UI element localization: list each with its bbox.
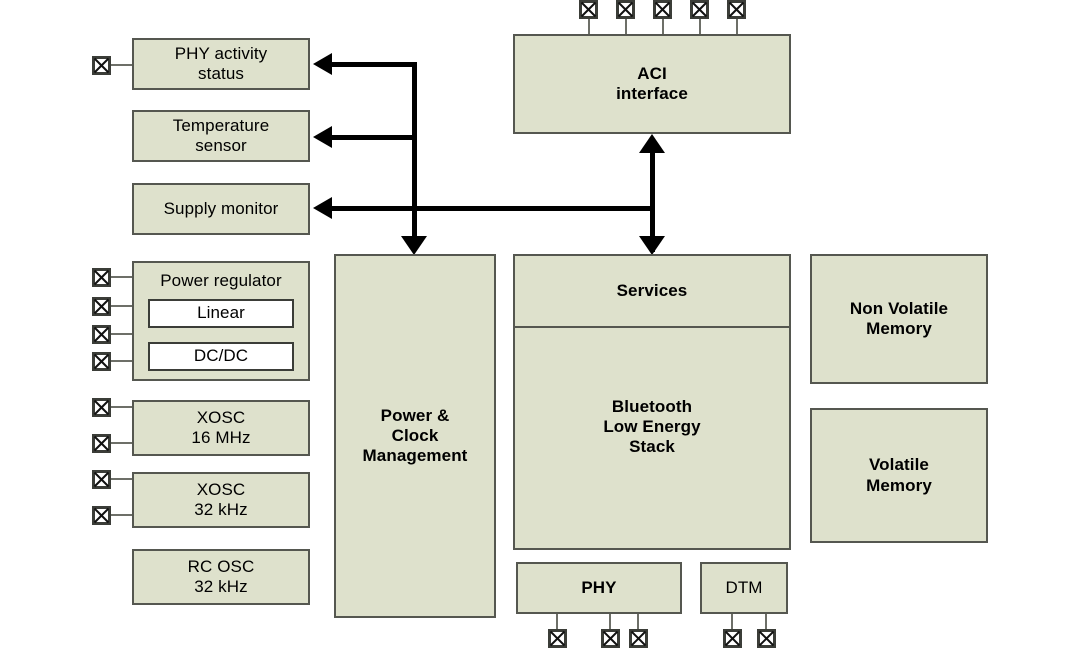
lead-dtm-2 — [765, 613, 767, 629]
lead-xosc-16mhz-1 — [111, 406, 133, 408]
arrowhead-to-services — [639, 236, 665, 255]
lead-aci-3 — [662, 19, 664, 35]
block-temperature-sensor-label: Temperature sensor — [172, 115, 270, 155]
block-aci-interface[interactable]: ACI interface — [513, 34, 791, 134]
arrowhead-to-phy-activity — [313, 53, 332, 75]
pin-dtm-1[interactable] — [723, 629, 742, 648]
block-xosc-32khz-label: XOSC 32 kHz — [194, 479, 248, 519]
lead-phy-2 — [609, 613, 611, 629]
arrowhead-to-temperature — [313, 126, 332, 148]
pin-phy-2[interactable] — [601, 629, 620, 648]
block-power-regulator-title: Power regulator — [160, 271, 282, 290]
block-phy-activity-status[interactable]: PHY activity status — [132, 38, 310, 90]
lead-power-regulator-4 — [111, 360, 133, 362]
block-xosc-16mhz[interactable]: XOSC 16 MHz — [132, 400, 310, 456]
lead-xosc-32khz-2 — [111, 514, 133, 516]
block-services-label: Services — [616, 280, 688, 300]
pin-xosc-32khz-1[interactable] — [92, 470, 111, 489]
pin-dtm-2[interactable] — [757, 629, 776, 648]
block-ble-stack-label: Bluetooth Low Energy Stack — [603, 396, 701, 457]
block-power-clock-management[interactable]: Power & Clock Management — [334, 254, 496, 618]
pin-aci-1[interactable] — [579, 0, 598, 19]
lead-power-regulator-3 — [111, 333, 133, 335]
pin-power-regulator-4[interactable] — [92, 352, 111, 371]
lead-dtm-1 — [731, 613, 733, 629]
lead-power-regulator-1 — [111, 276, 133, 278]
wire-trunk-vertical — [412, 62, 417, 238]
block-dtm[interactable]: DTM — [700, 562, 788, 614]
arrowhead-to-aci-interface — [639, 134, 665, 153]
subblock-linear-label: Linear — [197, 303, 245, 323]
block-non-volatile-memory-label: Non Volatile Memory — [849, 298, 949, 338]
pin-power-regulator-2[interactable] — [92, 297, 111, 316]
arrowhead-to-supply-monitor — [313, 197, 332, 219]
lead-phy-3 — [637, 613, 639, 629]
lead-aci-4 — [699, 19, 701, 35]
wire-branch-temperature — [330, 135, 415, 140]
block-phy-label: PHY — [581, 577, 617, 597]
pin-aci-5[interactable] — [727, 0, 746, 19]
lead-xosc-16mhz-2 — [111, 442, 133, 444]
block-power-regulator[interactable]: Power regulator Linear DC/DC — [132, 261, 310, 381]
block-phy-activity-status-label: PHY activity status — [174, 43, 268, 83]
block-services[interactable]: Services — [515, 256, 789, 326]
block-aci-interface-label: ACI interface — [616, 63, 688, 103]
block-phy[interactable]: PHY — [516, 562, 682, 614]
ble-divider — [515, 326, 789, 328]
pin-aci-2[interactable] — [616, 0, 635, 19]
pin-phy-3[interactable] — [629, 629, 648, 648]
wire-branch-phy-activity — [330, 62, 415, 67]
pin-aci-4[interactable] — [690, 0, 709, 19]
pin-xosc-32khz-2[interactable] — [92, 506, 111, 525]
lead-aci-1 — [588, 19, 590, 35]
lead-xosc-32khz-1 — [111, 478, 133, 480]
block-ble-container[interactable]: Services Bluetooth Low Energy Stack — [513, 254, 791, 550]
pin-phy-activity-status[interactable] — [92, 56, 111, 75]
block-supply-monitor-label: Supply monitor — [163, 198, 279, 218]
block-rc-osc-32khz[interactable]: RC OSC 32 kHz — [132, 549, 310, 605]
pin-power-regulator-3[interactable] — [92, 325, 111, 344]
lead-phy-1 — [556, 613, 558, 629]
arrowhead-to-power-clock — [401, 236, 427, 255]
block-supply-monitor[interactable]: Supply monitor — [132, 183, 310, 235]
lead-phy-activity-status — [111, 64, 133, 66]
block-volatile-memory-label: Volatile Memory — [866, 455, 932, 495]
subblock-dcdc[interactable]: DC/DC — [148, 342, 294, 371]
lead-aci-2 — [625, 19, 627, 35]
block-dtm-label: DTM — [725, 577, 763, 597]
block-temperature-sensor[interactable]: Temperature sensor — [132, 110, 310, 162]
pin-xosc-16mhz-2[interactable] — [92, 434, 111, 453]
block-xosc-16mhz-label: XOSC 16 MHz — [191, 407, 251, 447]
wire-branch-supply-monitor — [330, 206, 655, 211]
subblock-linear[interactable]: Linear — [148, 299, 294, 328]
block-non-volatile-memory[interactable]: Non Volatile Memory — [810, 254, 988, 384]
block-volatile-memory[interactable]: Volatile Memory — [810, 408, 988, 543]
wire-aci-services-vertical — [650, 140, 655, 252]
pin-power-regulator-1[interactable] — [92, 268, 111, 287]
lead-power-regulator-2 — [111, 305, 133, 307]
block-rc-osc-32khz-label: RC OSC 32 kHz — [187, 556, 255, 596]
pin-aci-3[interactable] — [653, 0, 672, 19]
lead-aci-5 — [736, 19, 738, 35]
pin-xosc-16mhz-1[interactable] — [92, 398, 111, 417]
block-power-clock-management-label: Power & Clock Management — [362, 405, 468, 466]
subblock-dcdc-label: DC/DC — [193, 346, 249, 366]
block-ble-stack[interactable]: Bluetooth Low Energy Stack — [515, 328, 789, 548]
block-xosc-32khz[interactable]: XOSC 32 kHz — [132, 472, 310, 528]
pin-phy-1[interactable] — [548, 629, 567, 648]
